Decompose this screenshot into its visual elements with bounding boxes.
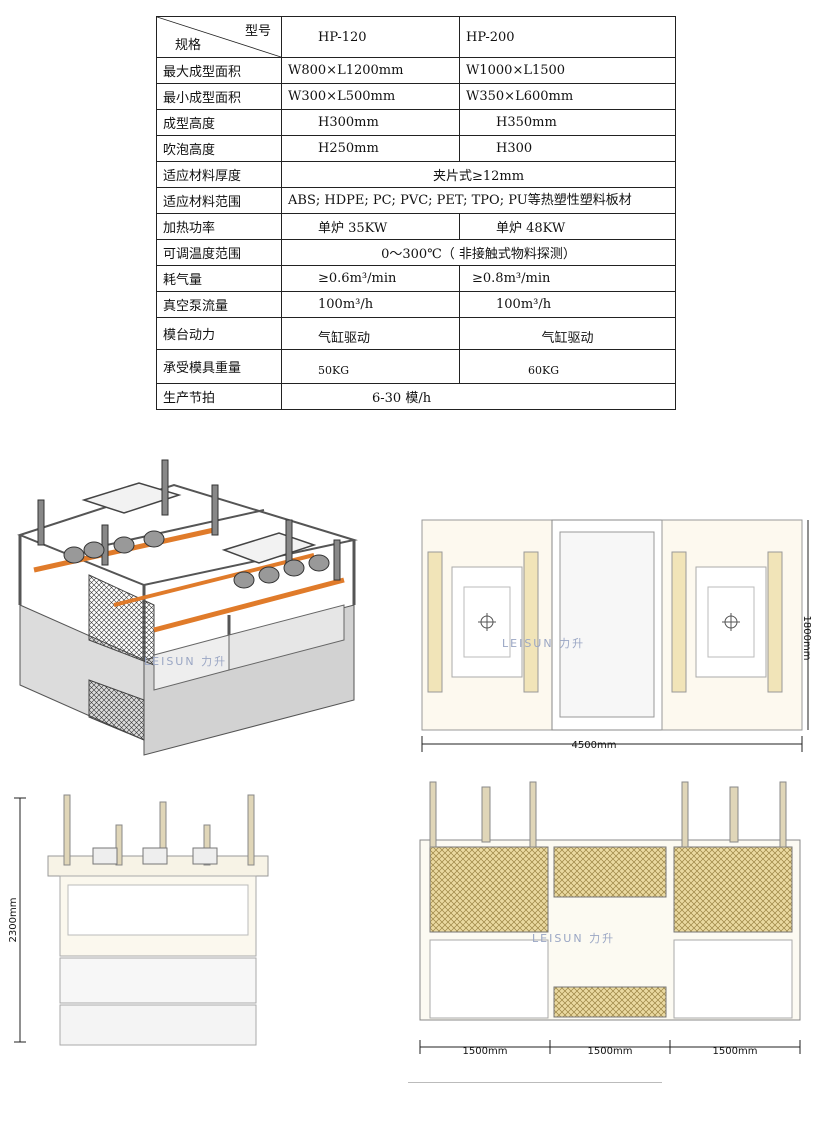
top-view-svg: LEISUN 力升 4500mm 1800mm — [421, 519, 812, 752]
table-row: 最大成型面积 W800×L1200mm W1000×L1500 — [156, 57, 676, 84]
row-value-b: H300 — [459, 135, 676, 162]
table-row: 最小成型面积 W300×L500mm W350×L600mm — [156, 83, 676, 110]
front-watermark: LEISUN 力升 — [532, 932, 615, 945]
isometric-view-svg: LEISUN 力升 — [17, 459, 358, 756]
bottom-rule — [408, 1082, 662, 1083]
row-label: 可调温度范围 — [156, 239, 282, 266]
isometric-view: LEISUN 力升 — [14, 455, 364, 775]
table-row: 适应材料范围 ABS; HDPE; PC; PVC; PET; TPO; PU等… — [156, 187, 676, 214]
spec-header-row: 型号 规格 HP-120 HP-200 — [156, 16, 676, 58]
table-row: 真空泵流量 100m³/h 100m³/h — [156, 291, 676, 318]
row-value-b: 100m³/h — [459, 291, 676, 318]
front-dim-3: 1500mm — [713, 1046, 758, 1057]
row-value-a: 单炉 35KW — [281, 213, 460, 240]
row-value-a: W800×L1200mm — [281, 57, 460, 84]
table-row: 生产节拍 6-30 模/h — [156, 383, 676, 410]
row-label: 最大成型面积 — [156, 57, 282, 84]
row-label: 耗气量 — [156, 265, 282, 292]
spec-header-corner: 型号 规格 — [156, 16, 282, 58]
header-model-label: 型号 — [244, 24, 271, 39]
row-value-b: ≥0.8m³/min — [459, 265, 676, 292]
row-value-a: 50KG — [281, 349, 460, 384]
row-label: 生产节拍 — [156, 383, 282, 410]
row-value-b: 气缸驱动 — [459, 317, 676, 350]
side-view: 2300mm — [8, 790, 270, 1050]
table-row: 承受模具重量 50KG 60KG — [156, 349, 676, 384]
row-label: 承受模具重量 — [156, 349, 282, 384]
front-dim-2: 1500mm — [588, 1046, 633, 1057]
row-value-merged: ABS; HDPE; PC; PVC; PET; TPO; PU等热塑性塑料板材 — [281, 187, 676, 214]
front-dim-1: 1500mm — [463, 1046, 508, 1057]
row-value-a: H250mm — [281, 135, 460, 162]
row-value-merged: 0～300℃（ 非接触式物料探测） — [281, 239, 676, 266]
row-value-a: 气缸驱动 — [281, 317, 460, 350]
table-row: 耗气量 ≥0.6m³/min ≥0.8m³/min — [156, 265, 676, 292]
table-row: 加热功率 单炉 35KW 单炉 48KW — [156, 213, 676, 240]
row-label: 适应材料厚度 — [156, 161, 282, 188]
row-value-b: 单炉 48KW — [459, 213, 676, 240]
side-height-dim: 2300mm — [8, 898, 19, 943]
top-width-dim: 4500mm — [572, 740, 617, 751]
model-hp120: HP-120 — [281, 16, 460, 58]
row-label: 成型高度 — [156, 109, 282, 136]
table-row: 可调温度范围 0～300℃（ 非接触式物料探测） — [156, 239, 676, 266]
row-label: 最小成型面积 — [156, 83, 282, 110]
row-value-b: W1000×L1500 — [459, 57, 676, 84]
front-view-svg: LEISUN 力升 1500mm 1500mm 1500mm — [419, 781, 801, 1057]
side-view-svg: 2300mm — [8, 794, 269, 1046]
row-value-merged: 6-30 模/h — [281, 383, 676, 410]
row-label: 真空泵流量 — [156, 291, 282, 318]
iso-watermark: LEISUN 力升 — [144, 655, 227, 668]
row-label: 模台动力 — [156, 317, 282, 350]
model-hp200: HP-200 — [459, 16, 676, 58]
top-view: LEISUN 力升 4500mm 1800mm — [404, 512, 816, 757]
row-value-a: ≥0.6m³/min — [281, 265, 460, 292]
row-value-a: W300×L500mm — [281, 83, 460, 110]
row-label: 吹泡高度 — [156, 135, 282, 162]
row-label: 加热功率 — [156, 213, 282, 240]
table-row: 成型高度 H300mm H350mm — [156, 109, 676, 136]
row-value-a: H300mm — [281, 109, 460, 136]
front-view: LEISUN 力升 1500mm 1500mm 1500mm — [412, 772, 814, 1072]
row-value-b: W350×L600mm — [459, 83, 676, 110]
row-value-merged: 夹片式≥12mm — [281, 161, 676, 188]
table-row: 适应材料厚度 夹片式≥12mm — [156, 161, 676, 188]
top-height-dim: 1800mm — [801, 616, 812, 661]
header-spec-label: 规格 — [175, 38, 202, 53]
table-row: 模台动力 气缸驱动 气缸驱动 — [156, 317, 676, 350]
row-value-b: H350mm — [459, 109, 676, 136]
row-label: 适应材料范围 — [156, 187, 282, 214]
row-value-b: 60KG — [459, 349, 676, 384]
row-value-a: 100m³/h — [281, 291, 460, 318]
top-watermark: LEISUN 力升 — [502, 637, 585, 650]
spec-table: 型号 规格 HP-120 HP-200 最大成型面积 W800×L1200mm … — [156, 16, 676, 410]
table-row: 吹泡高度 H250mm H300 — [156, 135, 676, 162]
